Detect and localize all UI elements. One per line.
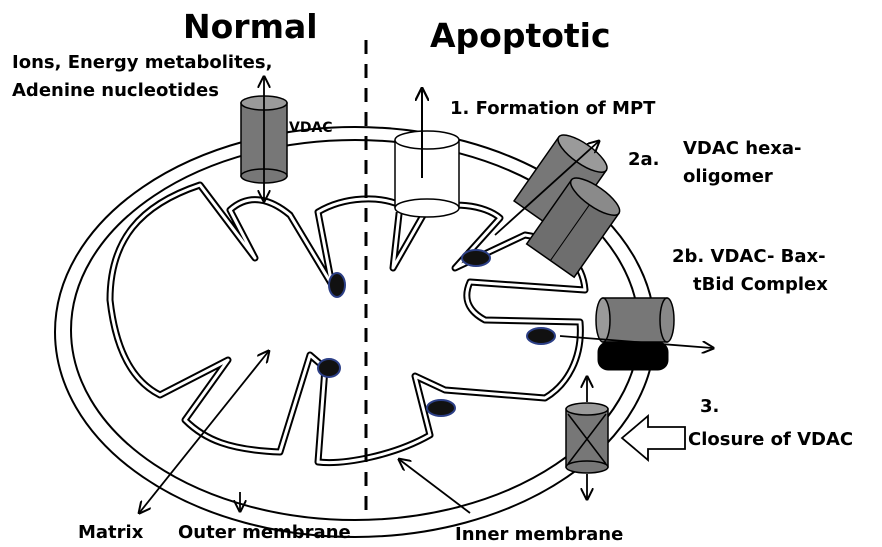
bax-label-line1: 2b. VDAC- Bax-	[672, 246, 826, 267]
mpt-label: 1. Formation of MPT	[450, 98, 656, 119]
pore-markers	[318, 250, 555, 416]
inner-membrane-label: Inner membrane	[455, 524, 623, 545]
pore-marker	[329, 273, 345, 297]
pore-marker	[318, 359, 340, 377]
mpt-pore-icon	[395, 131, 459, 217]
hexamer-icon	[498, 129, 641, 277]
pore-marker	[462, 250, 490, 266]
closure-label: Closure of VDAC	[688, 429, 853, 450]
hexamer-number: 2a.	[628, 149, 660, 170]
bax-label-line2: tBid Complex	[693, 274, 828, 295]
vdac-label: VDAC	[289, 120, 333, 136]
closure-number: 3.	[700, 396, 719, 417]
heading-normal: Normal	[183, 7, 318, 46]
pore-marker	[427, 400, 455, 416]
ions-label-line1: Ions, Energy metabolites,	[12, 52, 272, 73]
hexamer-label-line1: VDAC hexa-	[683, 138, 802, 159]
pore-marker	[527, 328, 555, 344]
inner-membrane	[110, 185, 585, 463]
inner-membrane-pointer	[400, 460, 470, 513]
hexamer-label-line2: oligomer	[683, 166, 773, 187]
heading-apoptotic: Apoptotic	[430, 16, 611, 55]
outer-membrane-label: Outer membrane	[178, 522, 351, 543]
closed-vdac-icon	[566, 403, 608, 473]
ions-label-line2: Adenine nucleotides	[12, 80, 219, 101]
block-arrow-icon	[622, 416, 685, 460]
matrix-label: Matrix	[78, 522, 144, 543]
bax-complex-icon	[596, 298, 674, 370]
